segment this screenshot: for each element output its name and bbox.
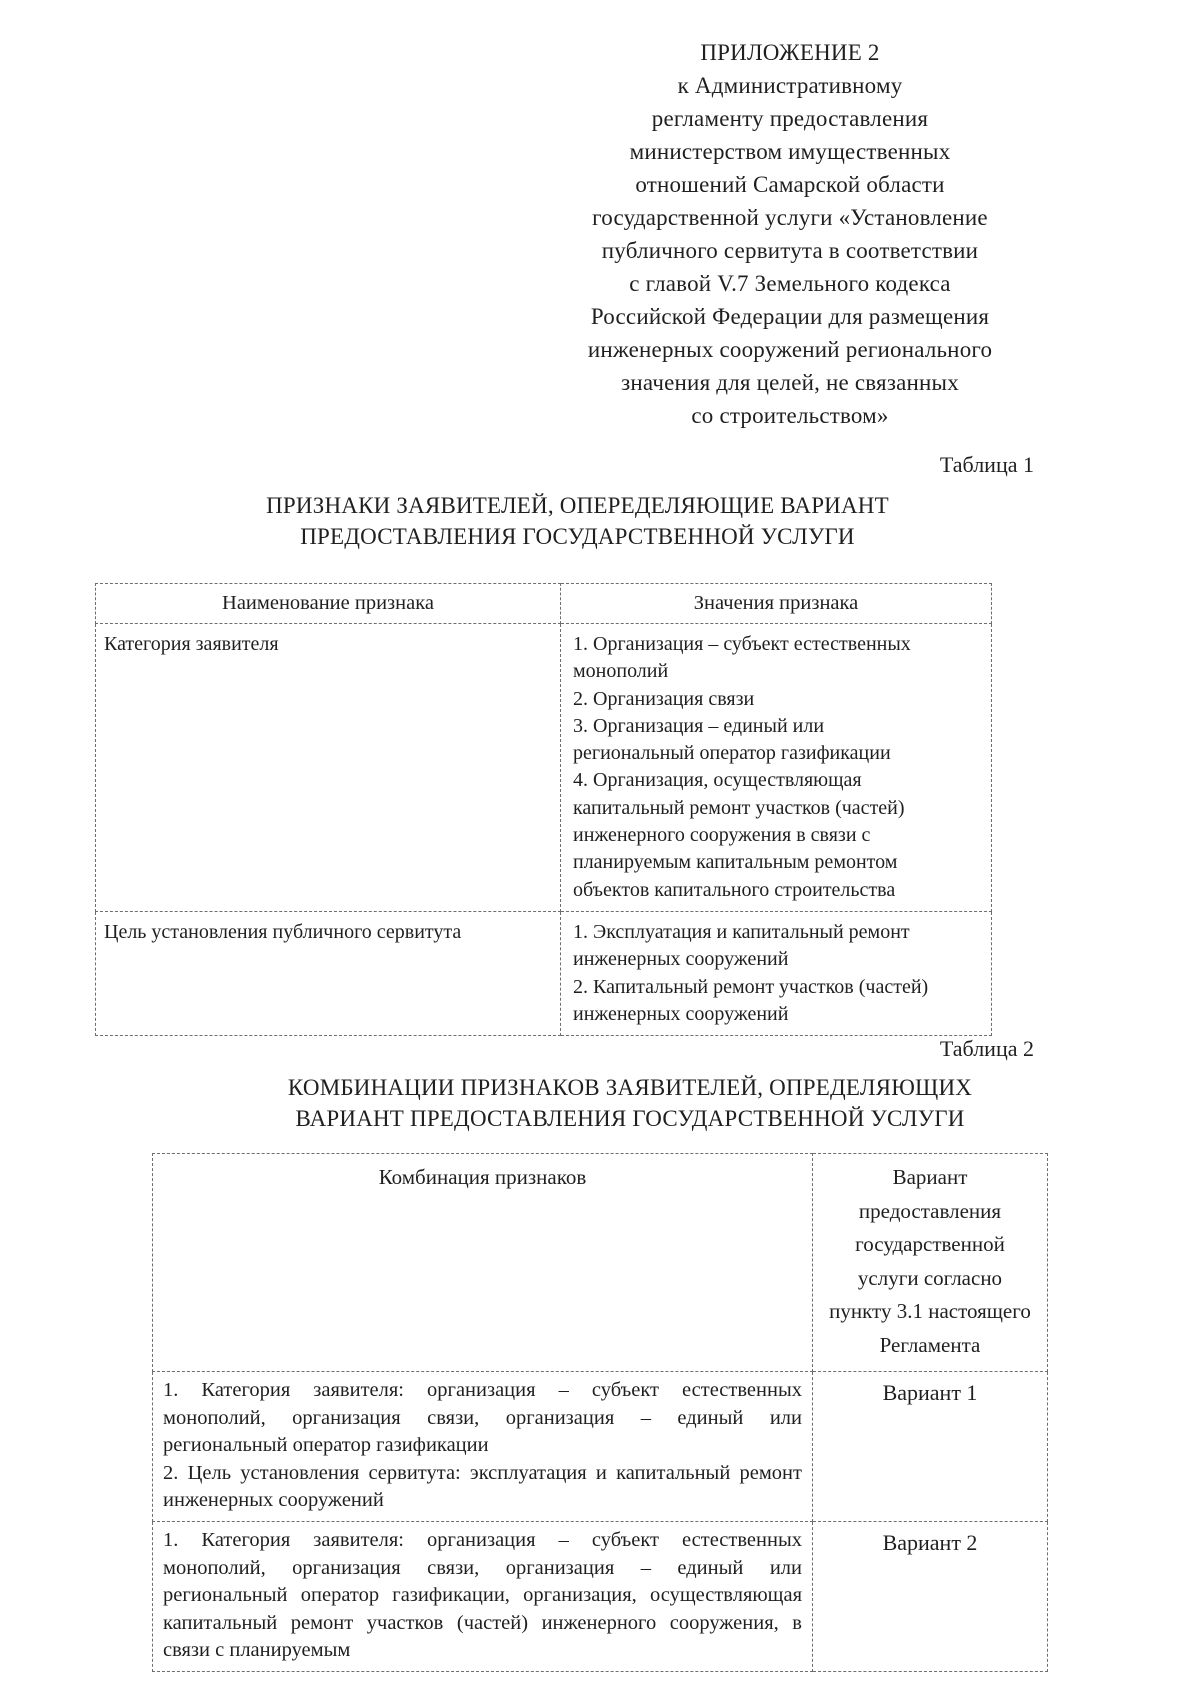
table1-row2-feature: Цель установления публичного сервитута xyxy=(95,910,561,1037)
table1-header-row: Наименование признака Значения признака xyxy=(95,583,992,624)
table1-row1-feature: Категория заявителя xyxy=(95,623,561,912)
table2-row2-combination: 1. Категория заявителя: организация – су… xyxy=(152,1520,813,1672)
table1-col-header-feature-values: Значения признака xyxy=(560,583,992,624)
combination-item: 1. Категория заявителя: организация – су… xyxy=(163,1528,802,1662)
table2-row2-variant: Вариант 2 xyxy=(812,1520,1048,1672)
appendix-reference-header: ПРИЛОЖЕНИЕ 2 к Административному регламе… xyxy=(587,40,993,428)
table1-caption: Таблица 1 xyxy=(939,452,1034,477)
table2-caption: Таблица 2 xyxy=(939,1036,1034,1061)
table2-row1-variant: Вариант 1 xyxy=(812,1371,1048,1522)
table2-col-header-variant: Вариант предоставления государственной у… xyxy=(812,1153,1048,1372)
table1-row1-values: 1. Организация – субъект естественных мо… xyxy=(560,623,992,912)
table2: Комбинация признаков Вариант предоставле… xyxy=(152,1153,1048,1672)
table2-header-row: Комбинация признаков Вариант предоставле… xyxy=(152,1153,1048,1372)
table2-col-header-combination: Комбинация признаков xyxy=(152,1153,813,1372)
table1-title: ПРИЗНАКИ ЗАЯВИТЕЛЕЙ, ОПЕРЕДЕЛЯЮЩИЕ ВАРИА… xyxy=(266,493,889,549)
table-row: Категория заявителя 1. Организация – суб… xyxy=(95,623,992,912)
table1-row2-values: 1. Эксплуатация и капитальный ремонт инж… xyxy=(560,910,992,1037)
table-row: 1. Категория заявителя: организация – су… xyxy=(152,1520,1048,1672)
table2-title: КОМБИНАЦИИ ПРИЗНАКОВ ЗАЯВИТЕЛЕЙ, ОПРЕДЕЛ… xyxy=(287,1075,973,1131)
table1: Наименование признака Значения признака … xyxy=(95,583,992,1037)
combination-item: 1. Категория заявителя: организация – су… xyxy=(163,1379,802,1457)
table-row: 1. Категория заявителя: организация – су… xyxy=(152,1371,1048,1522)
table2-row1-combination: 1. Категория заявителя: организация – су… xyxy=(152,1371,813,1522)
combination-item: 2. Цель установления сервитута: эксплуат… xyxy=(163,1461,802,1512)
table-row: Цель установления публичного сервитута 1… xyxy=(95,910,992,1037)
table1-col-header-feature-name: Наименование признака xyxy=(95,583,561,624)
